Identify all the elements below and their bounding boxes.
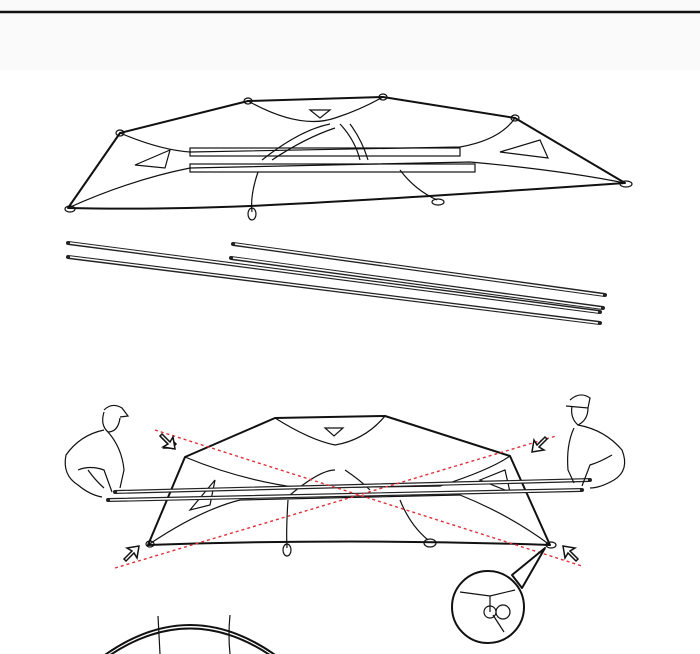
guide-line [154, 429, 583, 567]
header-band [0, 0, 700, 70]
dome-preview [104, 614, 276, 654]
tent-poles [66, 241, 607, 325]
crossing-poles-assembly [64, 394, 626, 644]
detail-callout [451, 547, 546, 644]
tent-body-flat [64, 93, 633, 221]
guide-line [114, 435, 557, 569]
pole [66, 241, 602, 314]
person-right [565, 394, 626, 489]
pole [113, 478, 592, 494]
pole [229, 256, 605, 310]
arrow-icon [158, 432, 176, 450]
person-left [64, 404, 130, 498]
pole [231, 242, 607, 297]
pole [66, 255, 602, 325]
arrow-icon [531, 435, 549, 453]
pole [106, 488, 584, 502]
arrow-icon [562, 545, 580, 563]
arrow-icon [122, 545, 140, 563]
